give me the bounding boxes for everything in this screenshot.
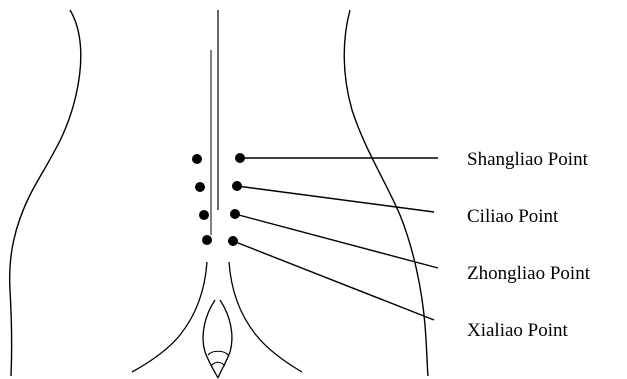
left-point-1 bbox=[192, 154, 202, 164]
body-outline-left bbox=[10, 10, 81, 376]
zhongliao-leader-line bbox=[235, 214, 438, 268]
buttock-right bbox=[229, 262, 302, 372]
left-point-3 bbox=[199, 210, 209, 220]
ciliao-label: Ciliao Point bbox=[467, 206, 559, 227]
zhongliao-label: Zhongliao Point bbox=[467, 263, 591, 284]
left-point-2 bbox=[195, 182, 205, 192]
body-outline-right bbox=[344, 10, 428, 376]
xialiao-label: Xialiao Point bbox=[467, 320, 569, 341]
shangliao-label: Shangliao Point bbox=[467, 149, 589, 170]
ciliao-leader-line bbox=[237, 186, 434, 212]
cleft-outline bbox=[203, 300, 232, 378]
buttock-left bbox=[132, 262, 207, 372]
xialiao-leader-line bbox=[233, 241, 434, 320]
left-point-4 bbox=[202, 235, 212, 245]
